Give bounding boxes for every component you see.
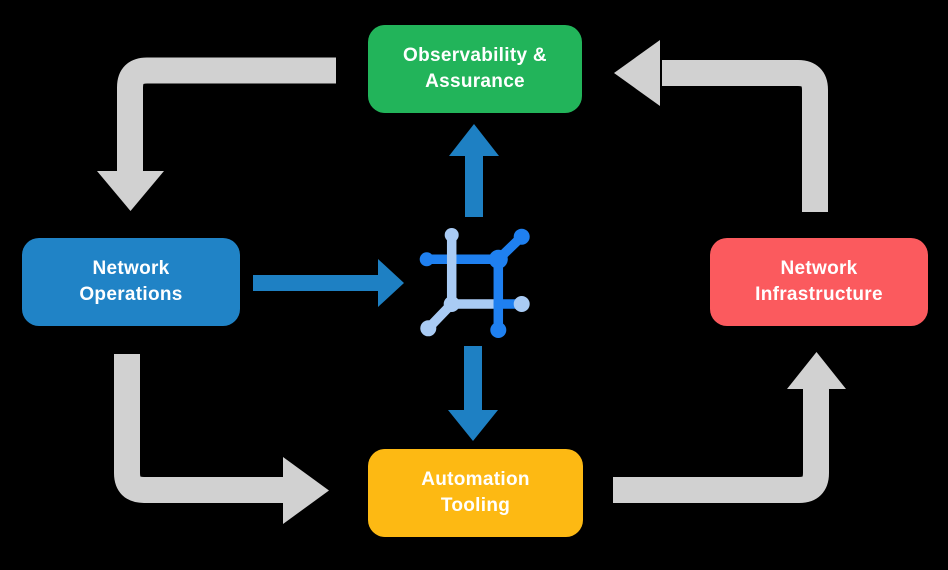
arrow-infrastructure-to-observability: [614, 40, 828, 212]
node-network-operations: Network Operations: [22, 238, 240, 326]
arrow-operations-to-automation: [114, 354, 329, 524]
arrow-center-to-observability: [449, 124, 499, 217]
node-network-infrastructure: Network Infrastructure: [710, 238, 928, 326]
node-automation-label-line1: Automation: [421, 469, 530, 490]
node-infrastructure-label-line2: Infrastructure: [755, 284, 883, 305]
node-infrastructure-label-line1: Network: [780, 258, 858, 279]
node-automation-tooling: Automation Tooling: [368, 449, 583, 537]
node-automation-label-line2: Tooling: [440, 495, 511, 516]
node-operations-label-line2: Operations: [79, 284, 183, 305]
arrow-operations-to-center: [253, 259, 404, 307]
arrow-center-to-automation: [448, 346, 498, 441]
node-observability-label-line2: Assurance: [425, 71, 525, 92]
arrow-observability-to-operations: [97, 57, 336, 211]
network-platform-icon: [419, 228, 530, 338]
node-observability-label-line1: Observability &: [403, 45, 547, 66]
node-observability-assurance: Observability & Assurance: [368, 25, 582, 113]
arrow-automation-to-infrastructure: [613, 352, 846, 503]
node-operations-label-line1: Network: [92, 258, 170, 279]
